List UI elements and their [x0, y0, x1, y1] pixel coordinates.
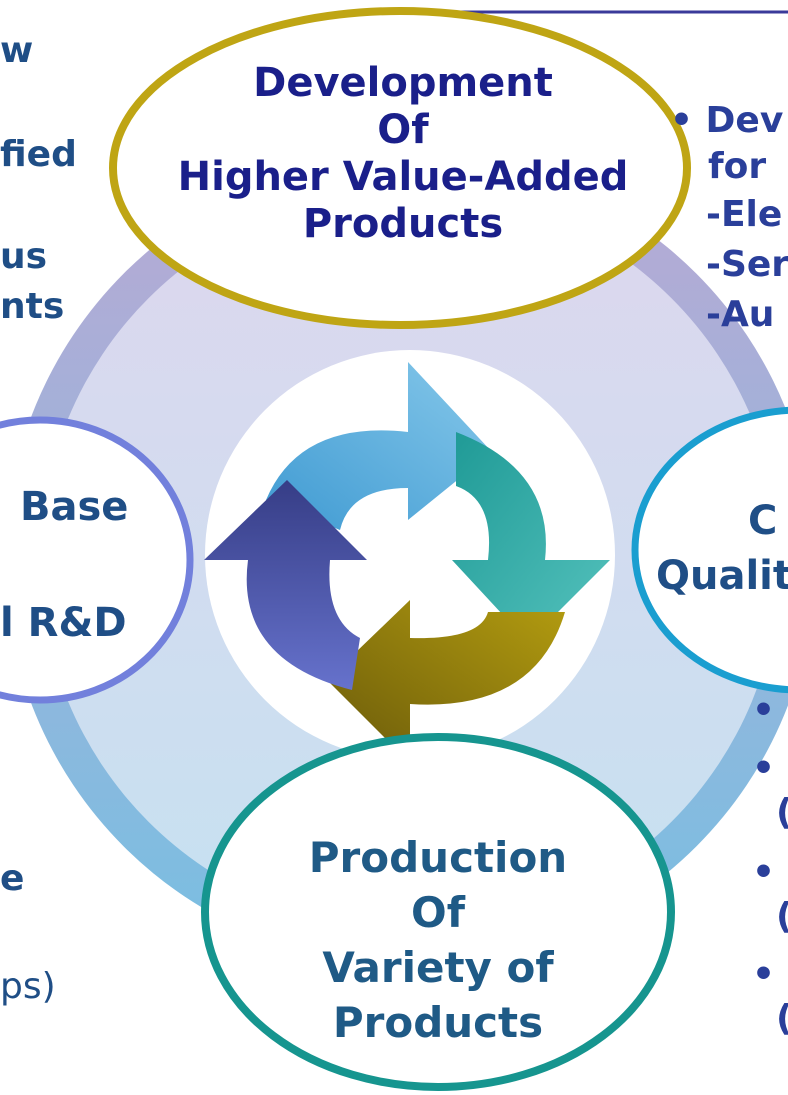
bullet-fragment: •: [752, 748, 776, 789]
left-text-fragment: e: [0, 858, 25, 899]
right-text-fragment: • Dev: [670, 100, 784, 141]
right-node-title-fragment: C: [748, 498, 778, 544]
top-title-line: Higher Value-Added: [177, 154, 629, 200]
left-text-fragment: fied: [0, 134, 77, 175]
top-title-line: Of: [377, 107, 429, 153]
arrow-indigo-icon: [204, 480, 367, 690]
bullet-fragment: (: [776, 792, 788, 834]
bottom-node-title: Production Of Variety of Products: [238, 830, 638, 1050]
bottom-title-line: Of: [411, 888, 465, 937]
bullet-fragment: (: [776, 896, 788, 938]
right-text-fragment: -Ele: [706, 194, 783, 235]
bullet-fragment: •: [752, 954, 776, 995]
top-title-line: Products: [302, 201, 504, 247]
right-ellipse: [631, 406, 788, 694]
right-node-title-fragment: Qualit: [656, 553, 788, 599]
top-title-line: Development: [253, 60, 553, 106]
left-node-title-fragment: Base: [20, 484, 129, 530]
right-text-fragment: -Au: [706, 294, 775, 335]
left-text-fragment: us: [0, 236, 48, 277]
bullet-fragment: •: [752, 852, 776, 893]
arrow-gold-icon: [327, 600, 565, 763]
top-ellipse: [109, 7, 691, 329]
bullet-fragment: (: [776, 998, 788, 1040]
left-text-fragment: ps): [0, 966, 56, 1007]
bottom-title-line: Variety of: [322, 943, 554, 992]
left-text-fragment: w: [0, 30, 34, 71]
arrow-blue-icon: [266, 362, 492, 530]
right-text-fragment: -Ser: [706, 244, 788, 285]
left-node-title-fragment: l R&D: [0, 600, 127, 646]
bottom-ellipse: [201, 733, 675, 1091]
bullet-fragment: •: [752, 690, 776, 731]
arrow-teal-icon: [452, 432, 610, 642]
bottom-title-line: Production: [308, 833, 568, 882]
bottom-title-line: Products: [332, 998, 544, 1047]
left-text-fragment: nts: [0, 286, 65, 327]
right-text-fragment: for: [708, 146, 767, 187]
top-node-title: Development Of Higher Value-Added Produc…: [130, 60, 676, 248]
left-ellipse: [0, 416, 194, 704]
